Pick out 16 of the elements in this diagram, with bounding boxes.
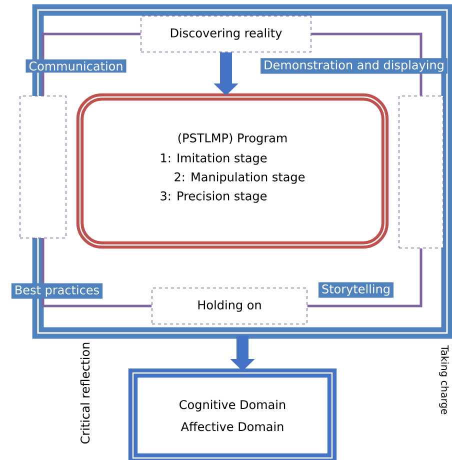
connector-line [307, 248, 422, 308]
domain-box: Cognitive Domain Affective Domain [128, 368, 337, 460]
empty-box [20, 96, 66, 238]
connector-line [42, 238, 152, 308]
stage-box: Holding on [152, 288, 308, 324]
tag-label: Best practices [11, 283, 103, 299]
side-label: Critical reflection [80, 342, 90, 444]
side-label: Taking charge [439, 345, 449, 414]
tag-label: Storytelling [318, 282, 394, 298]
empty-box [398, 96, 444, 248]
program-box: (PSTLMP) Program 1: Imitation stage 2: Manipulation stage 3: Precision stage [76, 93, 389, 249]
connector-line [42, 32, 141, 96]
tag-label: Demonstration and displaying [260, 58, 448, 74]
tag-label: Communication [26, 59, 126, 73]
connector-line [311, 32, 422, 96]
stage-box: Discovering reality [140, 16, 312, 52]
